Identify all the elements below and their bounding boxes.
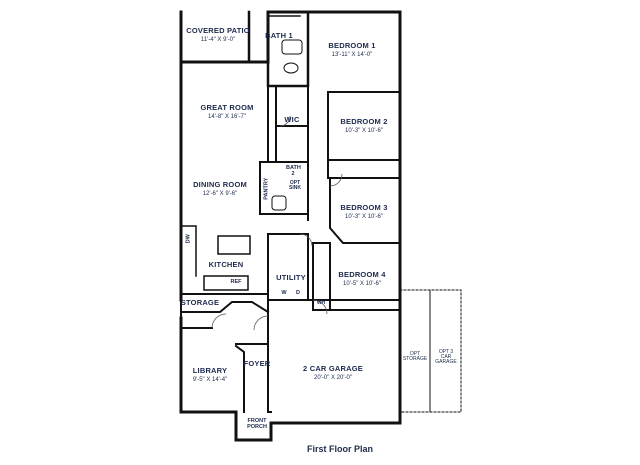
foyer-label: FOYER (243, 359, 271, 368)
ref-label: REF (230, 279, 242, 285)
opt-storage-label: OPT STORAGE (402, 351, 428, 362)
wh-label: WH (316, 300, 326, 306)
plan-caption: First Floor Plan (306, 444, 374, 454)
utility-label: UTILITY (276, 273, 306, 282)
bath1-label: BATH 1 (265, 31, 293, 40)
front-porch-label: FRONT PORCH (247, 418, 267, 430)
bath2-label: BATH 2 (286, 165, 301, 177)
wic-label: WIC (284, 115, 300, 124)
washer-label: W (281, 290, 287, 296)
fixtures (271, 39, 303, 211)
walls (179, 10, 462, 442)
opt-3-car-garage-label: OPT 3 CAR GARAGE (435, 349, 457, 365)
kitchen-label: KITCHEN (208, 260, 244, 269)
dryer-label: D (296, 290, 300, 296)
opt-sink-label: OPT SINK (289, 180, 301, 191)
pantry-label: PANTRY (263, 177, 270, 200)
doors (211, 115, 343, 331)
dw-label: DW (185, 234, 192, 244)
storage-label: STORAGE (180, 298, 220, 307)
